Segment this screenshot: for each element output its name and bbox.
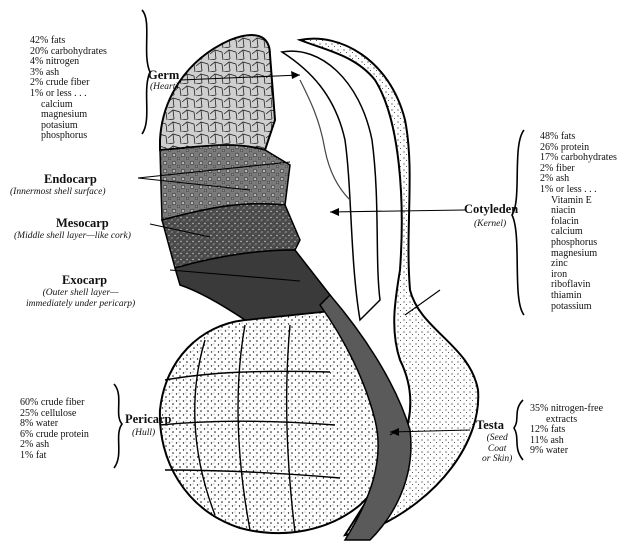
testa-subtitle: (Seed Coat or Skin) — [482, 433, 512, 465]
germ-sub-item: phosphorus — [30, 131, 107, 142]
germ-item: 1% or less . . . — [30, 89, 107, 100]
germ-title: Germ — [148, 68, 179, 83]
mesocarp-title: Mesocarp — [56, 216, 109, 231]
testa-subtitle-line: or Skin) — [482, 454, 512, 465]
exocarp-title: Exocarp — [62, 273, 107, 288]
pericarp-item: 1% fat — [20, 451, 89, 462]
pericarp-nutrient-list: 60% crude fiber 25% cellulose 8% water 6… — [20, 398, 89, 462]
pericarp-title: Pericarp — [125, 412, 172, 427]
germ-nutrient-list: 42% fats 20% carbohydrates 4% nitrogen 3… — [30, 36, 107, 142]
germ-shape — [160, 35, 275, 150]
testa-subtitle-line: Coat — [482, 444, 512, 455]
testa-nutrient-list: 35% nitrogen-free extracts 12% fats 11% … — [530, 404, 603, 457]
cotyledon-sub-item: potassium — [540, 302, 617, 313]
endocarp-title: Endocarp — [44, 172, 97, 187]
mesocarp-subtitle: (Middle shell layer—like cork) — [14, 231, 131, 242]
cotyledon-item: 1% or less . . . — [540, 185, 617, 196]
cotyledon-sub-item: phosphorus — [540, 238, 617, 249]
endocarp-subtitle: (Innermost shell surface) — [10, 187, 106, 198]
exocarp-subtitle-line: (Outer shell layer— — [26, 288, 135, 299]
germ-item: 42% fats — [30, 36, 107, 47]
pericarp-item: 60% crude fiber — [20, 398, 89, 409]
testa-item: 9% water — [530, 446, 603, 457]
cotyledon-subtitle: (Kernel) — [474, 219, 506, 230]
germ-subtitle: (Heart) — [150, 82, 179, 93]
cotyledon-nutrient-list: 48% fats 26% protein 17% carbohydrates 2… — [540, 132, 617, 312]
cotyledon-item: 48% fats — [540, 132, 617, 143]
testa-item: 35% nitrogen-free — [530, 404, 603, 415]
pericarp-subtitle: (Hull) — [132, 428, 155, 439]
testa-title: Testa — [476, 418, 504, 433]
exocarp-subtitle-line: immediately under pericarp) — [26, 299, 135, 310]
exocarp-subtitle: (Outer shell layer— immediately under pe… — [26, 288, 135, 309]
cotyledon-sub-item: thiamin — [540, 291, 617, 302]
testa-subtitle-line: (Seed — [482, 433, 512, 444]
cotyledon-title: Cotyleden — [464, 202, 518, 217]
